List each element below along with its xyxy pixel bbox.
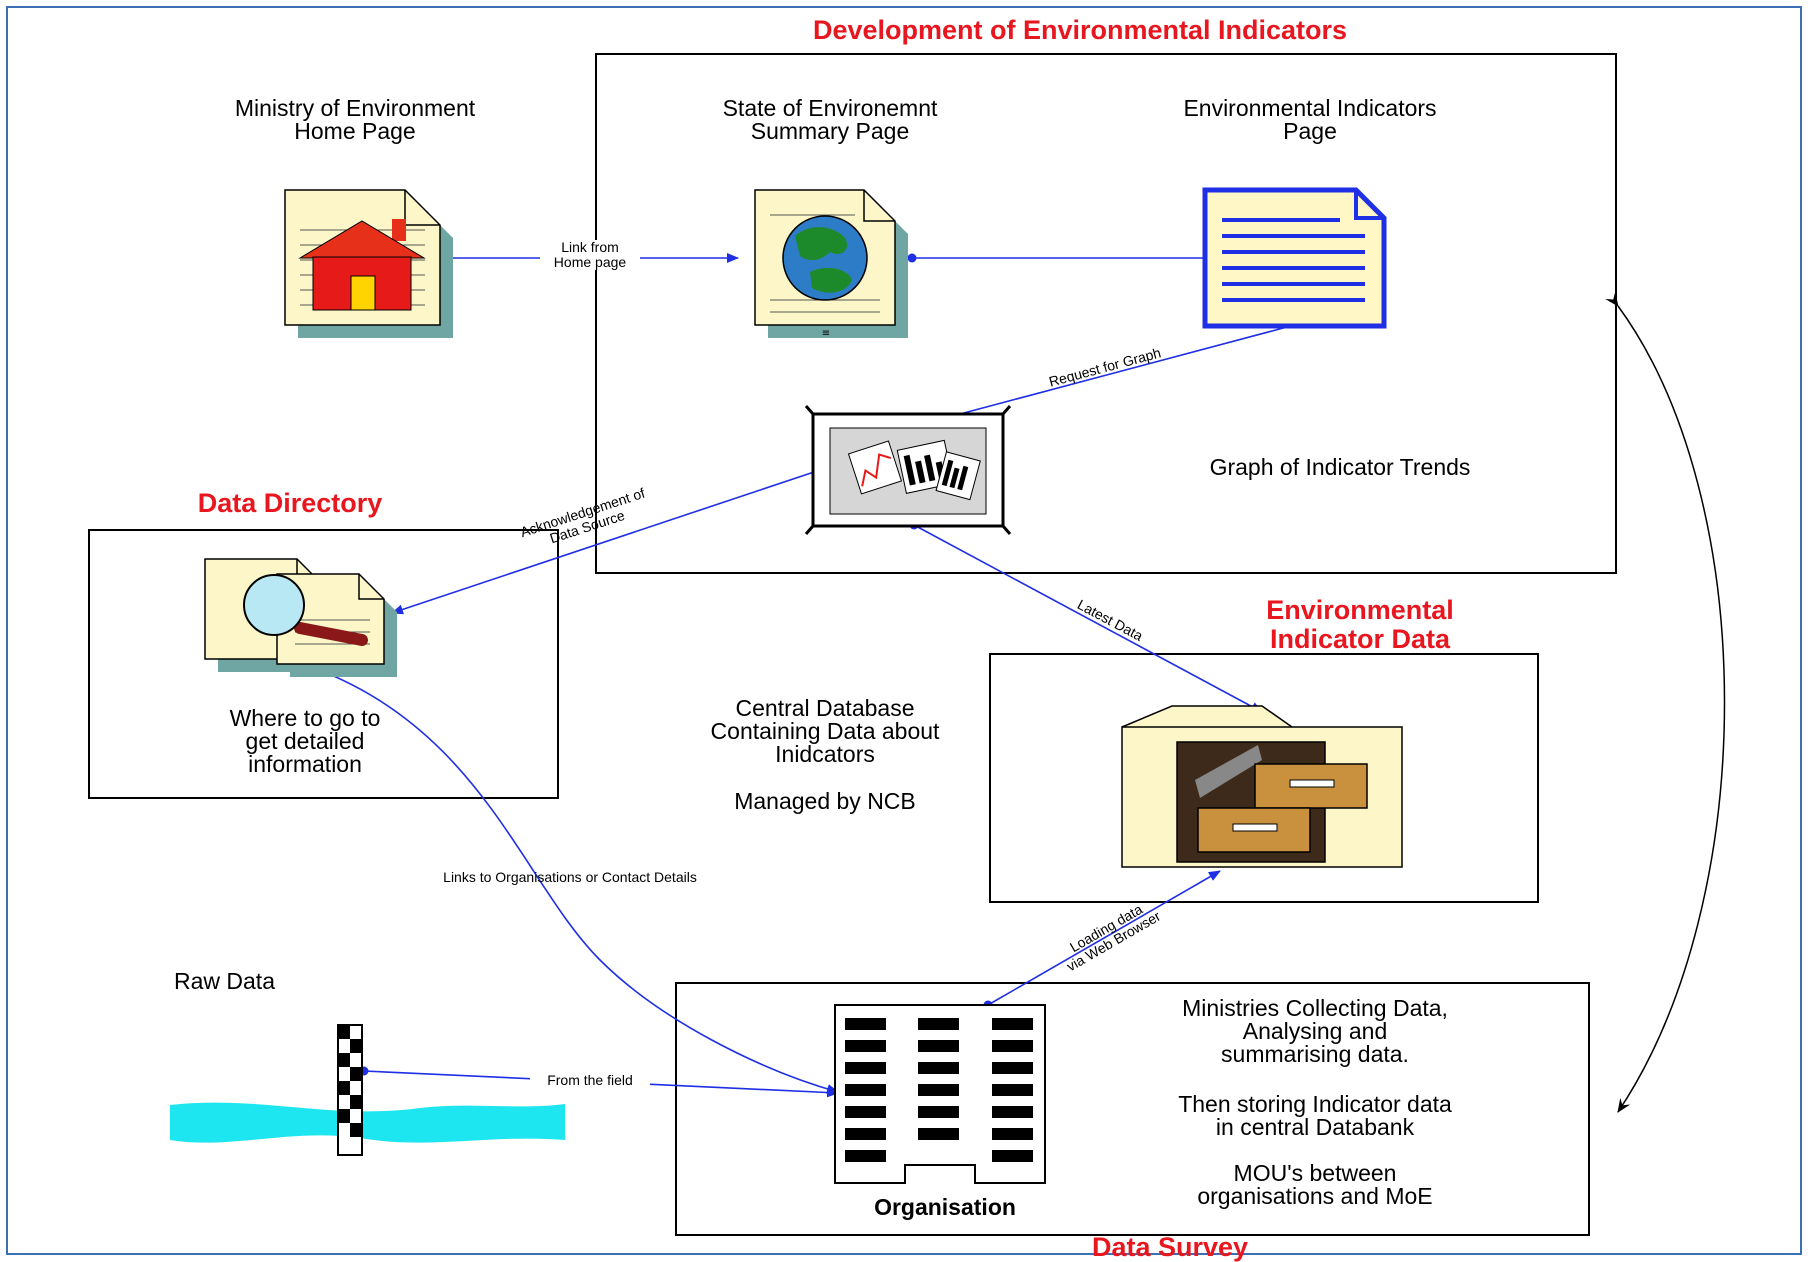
double-arrow: [1605, 291, 1726, 1113]
svg-text:≡: ≡: [822, 328, 830, 339]
water-icon: [170, 1102, 565, 1143]
acknowledgement-arrow: [391, 469, 821, 615]
mou-label: MOU's between organisations and MoE: [1197, 1160, 1433, 1209]
links-orgs-label: Links to Organisations or Contact Detail…: [443, 869, 697, 885]
from-field-label: From the field: [530, 1073, 650, 1088]
storing-label: Then storing Indicator data in central D…: [1178, 1091, 1452, 1140]
filing-cabinet-icon: [1121, 705, 1403, 868]
development-title: Development of Environmental Indicators: [812, 15, 1348, 45]
state-summary-label: State of Environemnt Summary Page: [722, 95, 938, 144]
organisation-label: Organisation: [874, 1194, 1016, 1220]
loading-data-arrow: [987, 870, 1221, 1006]
latest-data-arrow: [913, 524, 1263, 713]
home-page-icon: [284, 189, 453, 338]
central-db-label: Central Database Containing Data about I…: [710, 695, 940, 767]
ministries-label: Ministries Collecting Data, Analysing an…: [1182, 995, 1448, 1067]
diagram-frame: [6, 6, 1802, 1255]
env-indicator-data-title: Environmental Indicator Data: [1266, 595, 1454, 654]
raw-data-label: Raw Data: [174, 968, 275, 994]
connectors: [293, 253, 1303, 1098]
text-document-icon: [1202, 187, 1387, 329]
magnifier-documents-icon: [204, 558, 397, 677]
building-icon: [834, 1004, 1046, 1184]
data-directory-title: Data Directory: [197, 488, 383, 518]
indicators-page-label: Environmental Indicators Page: [1183, 95, 1437, 144]
graph-icon: [804, 405, 1012, 535]
graph-label: Graph of Indicator Trends: [1209, 454, 1471, 480]
request-graph-arrow: [929, 322, 1303, 425]
ministry-label: Ministry of Environment Home Page: [234, 95, 476, 144]
managed-by-label: Managed by NCB: [734, 788, 916, 814]
data-survey-title: Data Survey: [1091, 1232, 1249, 1262]
env-indicator-data-box: [989, 653, 1539, 903]
links-orgs-arrow: [293, 660, 839, 1094]
data-survey-box: [675, 982, 1590, 1236]
data-directory-box: [88, 529, 559, 799]
measuring-pole-icon: [337, 1024, 363, 1156]
globe-document-icon: ≡: [754, 189, 908, 339]
connector-dots: [289, 253, 1307, 1076]
link-home-label: Link from Home page: [540, 240, 640, 270]
where-to-go-label: Where to go to get detailed information: [229, 705, 381, 777]
